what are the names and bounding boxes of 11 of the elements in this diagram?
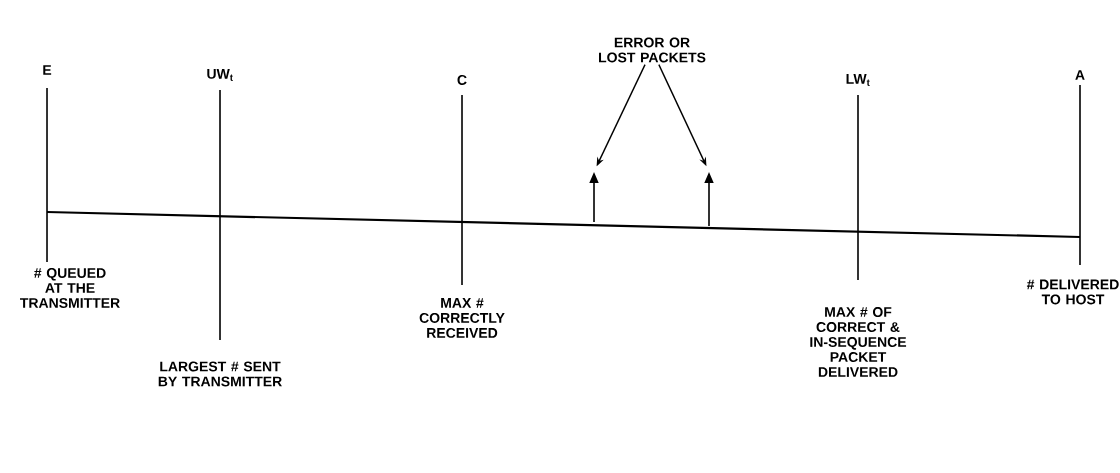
text-label: ERROR OR LOST PACKETS — [599, 37, 706, 63]
text-label: C — [457, 75, 467, 85]
text-label: A — [1075, 70, 1085, 80]
text-label: MAX # OF CORRECT & IN-SEQUENCE PACKET DELIVERED — [810, 307, 907, 377]
text-label: LW$_{t}$ — [846, 74, 870, 86]
text-label: MAX # CORRECTLY RECEIVED — [419, 298, 505, 338]
text-label: # DELIVERED TO HOST — [1026, 279, 1119, 305]
text-label: # QUEUED AT THE TRANSMITTER — [20, 268, 120, 308]
text-label: E — [43, 65, 52, 75]
text-label: UW$_{t}$ — [207, 69, 233, 81]
text-label: LARGEST # SENT BY TRANSMITTER — [158, 361, 282, 387]
